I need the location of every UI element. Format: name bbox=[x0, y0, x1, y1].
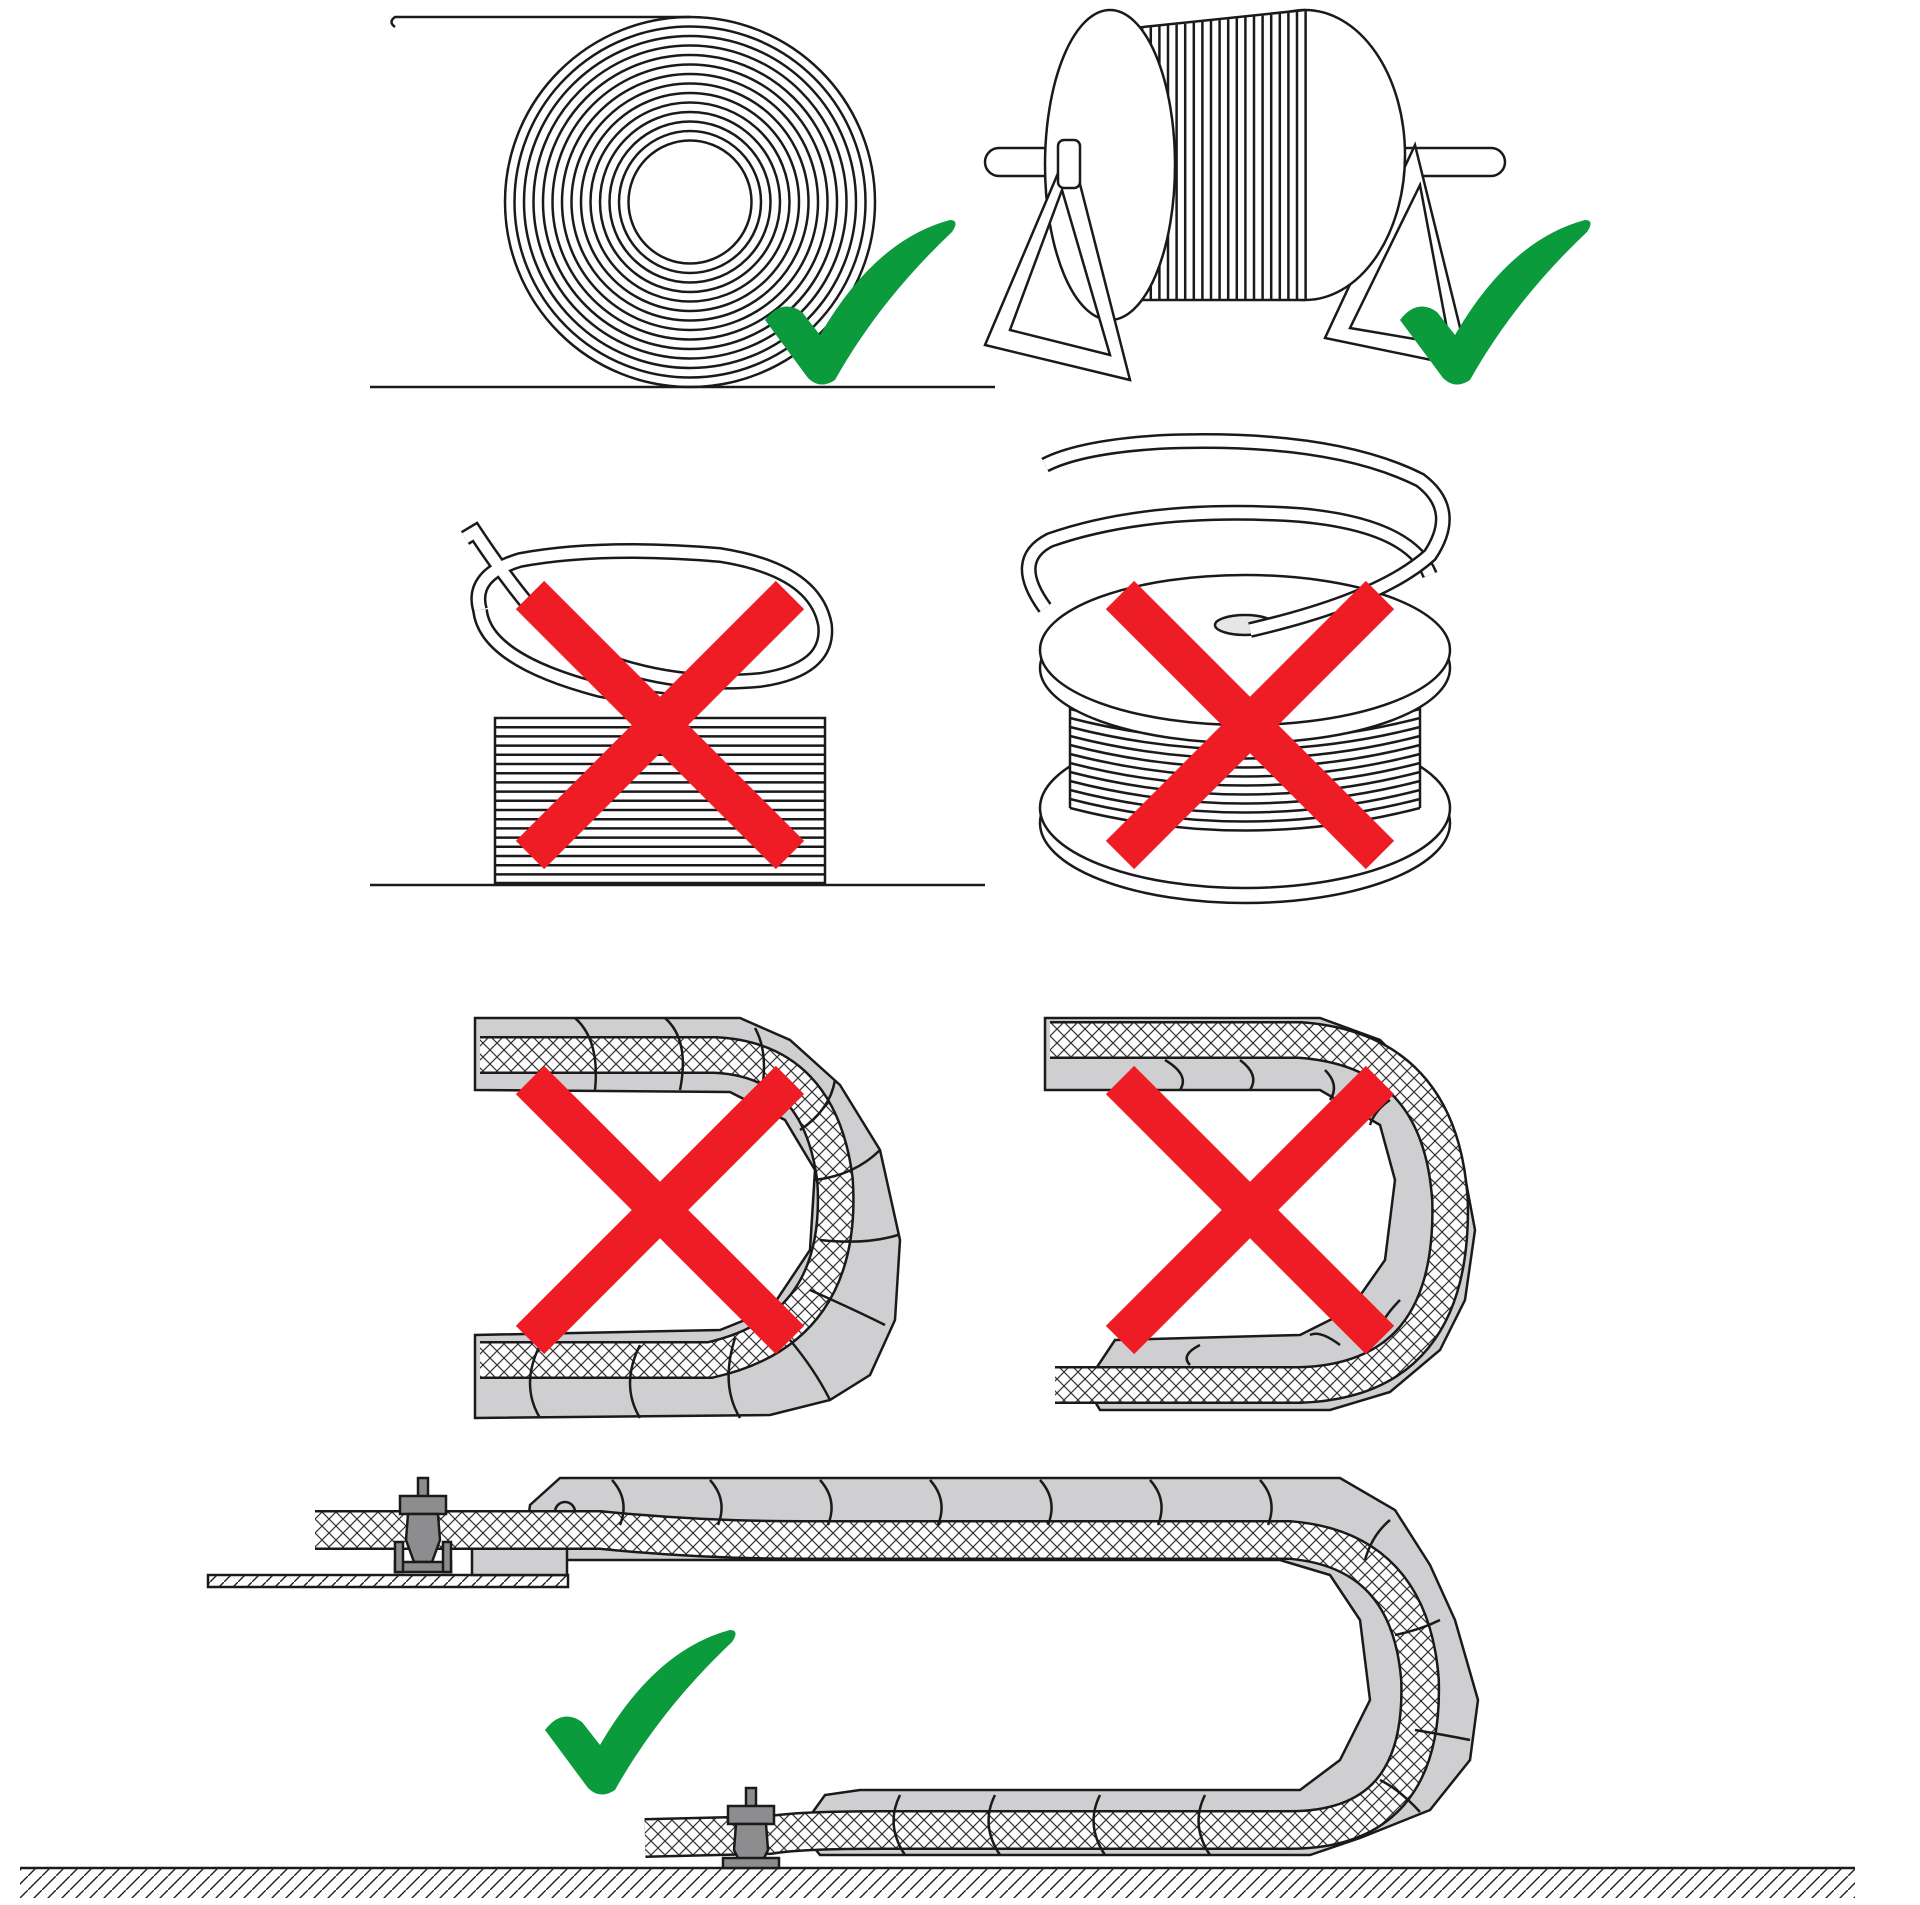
mount-plate-top bbox=[206, 1573, 570, 1589]
coil-ring bbox=[551, 63, 829, 341]
chain-links bbox=[611, 1479, 1471, 1856]
x-mark-icon bbox=[1105, 1065, 1395, 1355]
check-mark-icon bbox=[1400, 220, 1591, 385]
coil-ring bbox=[560, 72, 820, 332]
panel-chain-routed bbox=[20, 1476, 1855, 1898]
coil-ring bbox=[522, 34, 858, 370]
panel-flat-coil bbox=[370, 15, 995, 389]
spool-winding bbox=[1069, 788, 1421, 814]
coil-ring bbox=[589, 101, 791, 303]
axle-clamp bbox=[1056, 138, 1082, 190]
spool-winding bbox=[1069, 734, 1421, 760]
spool-winding bbox=[1069, 743, 1421, 769]
coil-ring bbox=[579, 91, 801, 313]
coil-ring bbox=[608, 120, 772, 284]
coil-ring bbox=[532, 44, 848, 360]
check-mark-icon bbox=[545, 1630, 736, 1795]
clamp-top bbox=[393, 1476, 453, 1574]
x-mark-icon bbox=[515, 580, 805, 870]
spool-winding bbox=[1069, 797, 1421, 823]
cable-tail bbox=[390, 15, 690, 29]
coil-ring bbox=[598, 110, 782, 294]
clamp-bottom bbox=[721, 1786, 781, 1870]
x-mark-icon bbox=[1105, 580, 1395, 870]
coil-ring bbox=[617, 129, 763, 275]
spool-winding bbox=[1069, 770, 1421, 796]
marks bbox=[515, 220, 1591, 1795]
stand-left bbox=[983, 141, 1132, 382]
panel-drum-on-stand bbox=[983, 8, 1507, 382]
coil-ring bbox=[503, 15, 877, 389]
spool-winding bbox=[1069, 806, 1421, 832]
chain-links bbox=[1164, 1058, 1401, 1366]
coil-rings bbox=[503, 15, 877, 389]
spool-winding bbox=[1069, 779, 1421, 805]
coil-ring bbox=[541, 53, 839, 351]
coil-ring bbox=[627, 139, 753, 265]
ground-hatch bbox=[20, 1868, 1855, 1898]
spool-winding bbox=[1069, 752, 1421, 778]
spool-winding bbox=[1069, 761, 1421, 787]
check-mark-icon bbox=[765, 220, 956, 385]
x-mark-icon bbox=[515, 1065, 805, 1355]
coil-ring bbox=[570, 82, 810, 322]
coil-ring bbox=[513, 25, 867, 379]
